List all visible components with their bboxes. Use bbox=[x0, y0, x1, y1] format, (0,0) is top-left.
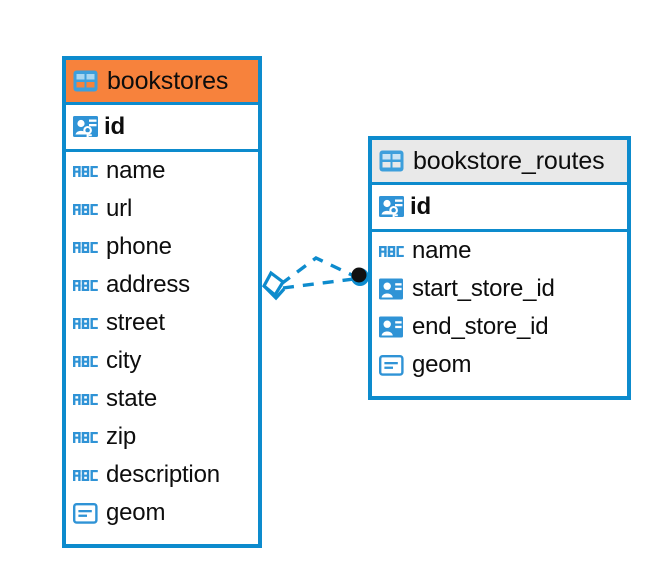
abc-text-icon bbox=[73, 354, 98, 368]
field-label-phone: phone bbox=[106, 233, 172, 260]
primary-key-section-bookstore-routes: id bbox=[372, 185, 627, 232]
primary-key-icon bbox=[379, 194, 405, 220]
field-label-start-store-id: start_store_id bbox=[412, 275, 555, 302]
field-row-id[interactable]: id bbox=[372, 185, 627, 229]
field-label-geom: geom bbox=[412, 351, 472, 378]
entity-title-bookstores: bookstores bbox=[107, 66, 229, 95]
field-row-state[interactable]: state bbox=[66, 380, 258, 418]
field-row-address[interactable]: address bbox=[66, 266, 258, 304]
field-row-geom[interactable]: geom bbox=[66, 494, 258, 532]
field-label-geom: geom bbox=[106, 499, 166, 526]
abc-text-icon bbox=[73, 430, 98, 444]
abc-text-icon bbox=[73, 392, 98, 406]
field-label-address: address bbox=[106, 271, 190, 298]
entity-header-bookstore-routes: bookstore_routes bbox=[372, 140, 627, 185]
abc-text-icon bbox=[73, 164, 98, 178]
table-icon bbox=[379, 150, 404, 172]
foreign-key-icon bbox=[379, 316, 404, 338]
primary-key-icon bbox=[73, 114, 99, 140]
abc-text-icon bbox=[73, 202, 98, 216]
foreign-key-icon bbox=[379, 278, 404, 300]
field-label-name: name bbox=[106, 157, 166, 184]
field-row-id[interactable]: id bbox=[66, 105, 258, 149]
field-label-zip: zip bbox=[106, 423, 137, 450]
field-label-url: url bbox=[106, 195, 133, 222]
field-row-name[interactable]: name bbox=[66, 152, 258, 190]
field-row-description[interactable]: description bbox=[66, 456, 258, 494]
entity-table-bookstore-routes[interactable]: bookstore_routes id bbox=[368, 136, 631, 400]
field-label-description: description bbox=[106, 461, 220, 488]
abc-text-icon bbox=[379, 244, 404, 258]
geometry-icon bbox=[379, 354, 404, 376]
abc-text-icon bbox=[73, 240, 98, 254]
entity-table-bookstores[interactable]: bookstores id bbox=[62, 56, 262, 548]
table-icon bbox=[73, 70, 98, 92]
field-section-bookstore-routes: name start_store_id bbox=[372, 232, 627, 384]
field-row-url[interactable]: url bbox=[66, 190, 258, 228]
field-label-id: id bbox=[104, 113, 125, 140]
entity-header-bookstores: bookstores bbox=[66, 60, 258, 105]
field-row-start-store-id[interactable]: start_store_id bbox=[372, 270, 627, 308]
field-section-bookstores: name bbox=[66, 152, 258, 532]
crows-foot-diamond-marker bbox=[261, 270, 286, 301]
primary-key-section-bookstores: id bbox=[66, 105, 258, 152]
abc-text-icon bbox=[73, 316, 98, 330]
field-row-name[interactable]: name bbox=[372, 232, 627, 270]
filled-circle-marker bbox=[351, 267, 369, 286]
field-label-name: name bbox=[412, 237, 472, 264]
field-label-end-store-id: end_store_id bbox=[412, 313, 549, 340]
field-row-phone[interactable]: phone bbox=[66, 228, 258, 266]
field-label-street: street bbox=[106, 309, 165, 336]
field-label-state: state bbox=[106, 385, 158, 412]
field-row-end-store-id[interactable]: end_store_id bbox=[372, 308, 627, 346]
relationship-line-lower bbox=[282, 277, 355, 290]
field-row-geom[interactable]: geom bbox=[372, 346, 627, 384]
field-row-zip[interactable]: zip bbox=[66, 418, 258, 456]
entity-title-bookstore-routes: bookstore_routes bbox=[413, 146, 605, 175]
relationship-line-upper bbox=[279, 256, 355, 286]
geometry-icon bbox=[73, 502, 98, 524]
abc-text-icon bbox=[73, 278, 98, 292]
field-row-street[interactable]: street bbox=[66, 304, 258, 342]
field-row-city[interactable]: city bbox=[66, 342, 258, 380]
field-label-city: city bbox=[106, 347, 142, 374]
abc-text-icon bbox=[73, 468, 98, 482]
field-label-id: id bbox=[410, 193, 431, 220]
